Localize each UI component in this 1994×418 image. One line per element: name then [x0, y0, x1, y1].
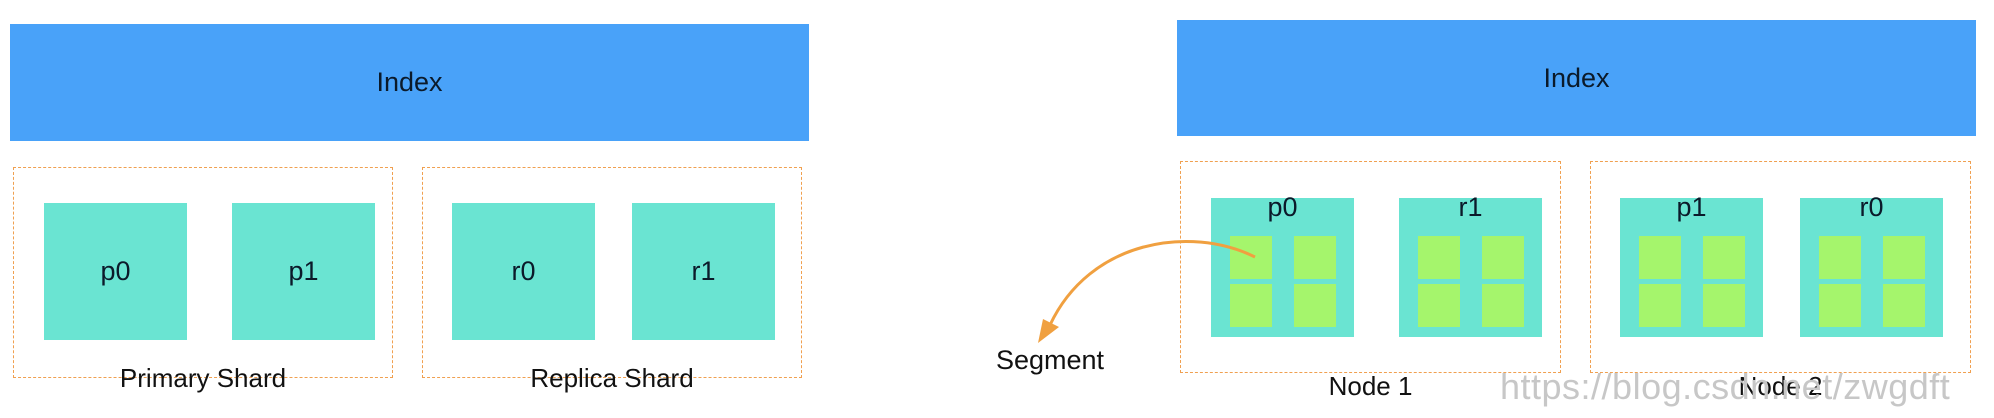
right-index-bar: Index — [1177, 20, 1976, 136]
node-2-caption: Node 2 — [1738, 371, 1823, 401]
segment-block — [1819, 284, 1861, 327]
segment-block — [1294, 236, 1336, 279]
segment-label: Segment — [995, 345, 1105, 375]
segment-block — [1482, 284, 1524, 327]
node-1-shard-p0: p0 — [1211, 192, 1354, 337]
segment-block — [1883, 236, 1925, 279]
left-index-label: Index — [376, 67, 443, 97]
primary-shard-caption: Primary Shard — [119, 363, 287, 393]
segment-block — [1294, 284, 1336, 327]
segment-block — [1639, 284, 1681, 327]
replica-shard-group — [422, 167, 802, 378]
left-shard-r0: r0 — [452, 203, 595, 340]
segment-block — [1482, 236, 1524, 279]
node-1-group — [1180, 161, 1561, 373]
left-shard-r1: r1 — [632, 203, 775, 340]
watermark-text: https://blog.csdn.net/zwgdft — [1500, 366, 1951, 407]
segment-block — [1883, 284, 1925, 327]
segment-block — [1230, 284, 1272, 327]
node-1-shard-r1: r1 — [1399, 192, 1542, 337]
right-index-label: Index — [1543, 62, 1610, 93]
primary-shard-group — [13, 167, 393, 378]
segment-block — [1418, 236, 1460, 279]
segment-block — [1703, 236, 1745, 279]
node-2-group — [1590, 161, 1971, 373]
replica-shard-caption: Replica Shard — [530, 363, 694, 393]
node-2-shard-r0: r0 — [1800, 192, 1943, 337]
segment-block — [1418, 284, 1460, 327]
left-shard-p0: p0 — [44, 203, 187, 340]
left-shard-p1: p1 — [232, 203, 375, 340]
node-2-shard-p1: p1 — [1620, 192, 1763, 337]
segment-block — [1819, 236, 1861, 279]
node-1-caption: Node 1 — [1328, 371, 1413, 401]
segment-block — [1230, 236, 1272, 279]
segment-block — [1703, 284, 1745, 327]
left-index-bar: Index — [10, 24, 809, 141]
segment-block — [1639, 236, 1681, 279]
